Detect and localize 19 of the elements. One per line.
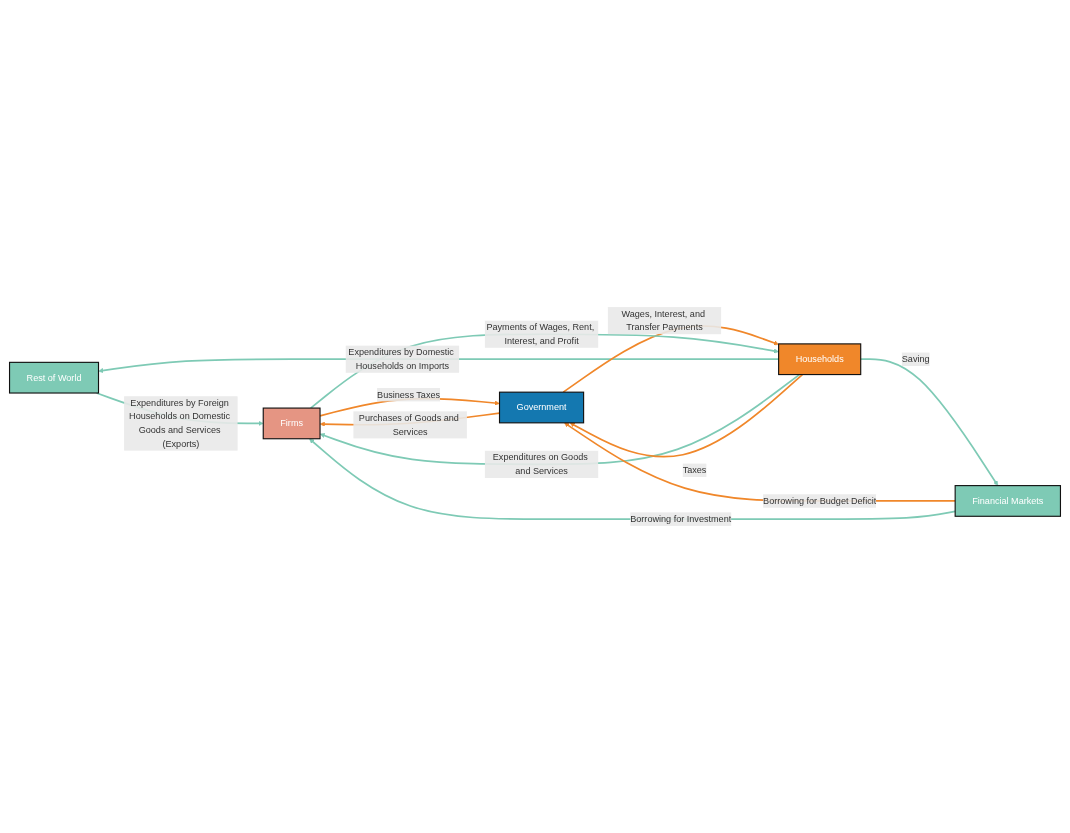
edge-label: Payments of Wages, Rent, Interest, and Profit — [486, 322, 595, 346]
arrow — [569, 373, 804, 458]
arrow — [564, 422, 956, 502]
node-box: Government — [498, 391, 585, 424]
edge-label: Borrowing for Investment — [630, 514, 732, 524]
edge-label: Business Taxes — [377, 389, 441, 400]
edge-label: Wages, Interest, and Transfer Payments — [621, 308, 705, 333]
edge-label: Borrowing for Budget Deficit — [763, 495, 877, 506]
edge-label: Expenditures by Domestic Households on Imports — [348, 347, 454, 371]
edge-label: Saving — [901, 354, 930, 364]
edge-label: Purchases of Goods and Services — [358, 413, 459, 437]
node-box: Rest of World — [8, 361, 100, 394]
node-box: Financial Markets — [954, 485, 1062, 517]
node-box: Households — [778, 343, 862, 376]
edge-label: Taxes — [682, 465, 707, 475]
node-box: Firms — [262, 407, 321, 440]
arrow — [309, 438, 956, 520]
edge-label: Expenditures on Goods and Services — [492, 452, 588, 476]
edge-label: Expenditures by Foreign Households on Domestic Goods and Services (Exports) — [129, 397, 231, 449]
